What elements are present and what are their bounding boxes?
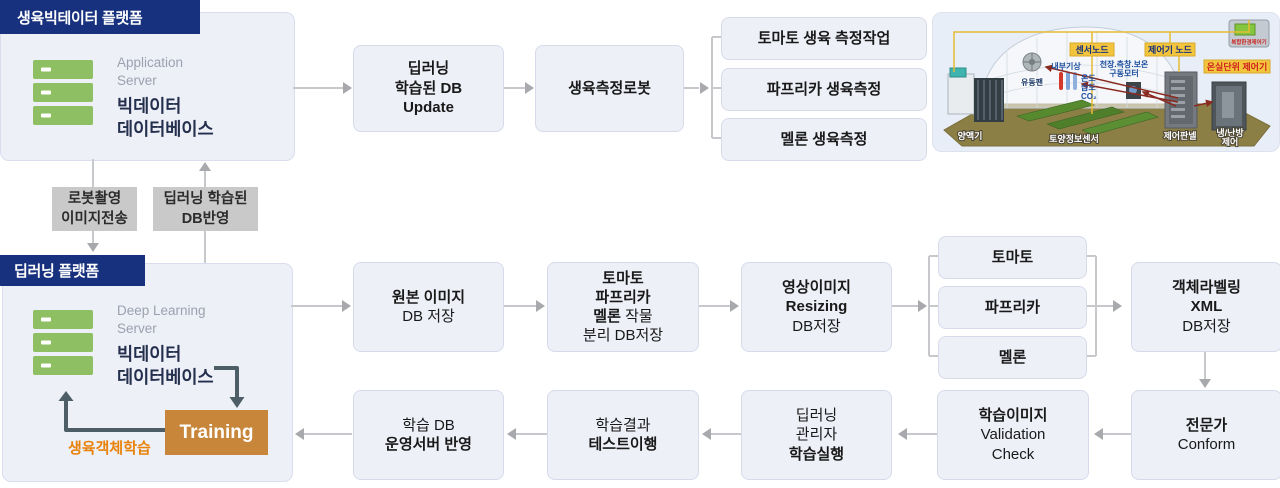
deeplearning-platform-title: 딥러닝 플랫폼 [14,263,99,280]
db-update-line-1: 딥러닝 [407,60,450,78]
db-update-line-2: 학습된 DB [394,79,463,97]
db-apply-line-2: DB반영 [181,211,230,227]
dl-server-label-2: Server [117,320,157,336]
branch-paprika-label: 파프리카 생육측정 [766,80,882,98]
app-server-icon [33,60,93,131]
training-box: Training [165,410,268,455]
validation-box: 학습이미지 Validation Check [937,390,1089,480]
dl-server-text: Deep Learning Server 빅데이터 데이터베이스 [117,302,287,389]
control-arrows [1044,64,1214,107]
original-image-box: 원본 이미지 DB 저장 [353,262,504,352]
branch-paprika-box: 파프리카 생육측정 [721,68,927,111]
sensor-node-label: 센서노드 [1075,44,1109,55]
robot-transfer-line-1: 로봇촬영 [67,190,122,207]
env-controller-label: 복합환경제어기 [1231,38,1266,46]
greenhouse-illustration: 복합환경제어기 센서노드 제어기 노드 온실단 [932,12,1280,157]
network-lines [953,20,1250,114]
connector-arrowheads [87,82,1211,440]
dl-server-label-1: Deep Learning [117,303,206,318]
motor-label-2: 구동모터 [1109,68,1138,78]
app-server-text: Application Server 빅데이터 데이터베이스 [117,54,287,141]
ground-labels: 양액기 토양정보센서 제어판넬 냉/난방 제어 [957,126,1246,148]
dl-server-icon [33,310,93,381]
fan-label: 유동팬 [1021,77,1043,87]
crop-melon-box: 멜론 [938,336,1087,379]
bigdata-platform-title: 생육빅테이터 플랫폼 [17,9,143,27]
db-apply-label: 딥러닝 학습된 DB반영 [153,187,258,231]
branch-tomato-box: 토마토 생육 측정작업 [721,17,927,60]
deeplearning-platform-badge: 딥러닝 플랫폼 [0,255,145,286]
controller-node-label: 제어기 노드 [1148,44,1193,55]
labeling-xml-box: 객체라벨링 XML DB저장 [1131,262,1280,352]
training-loop-lines [64,366,239,432]
humidity-label: 습도 [1081,82,1096,92]
co2-label: CO₂ [1081,92,1097,101]
dl-db-line-1: 빅데이터 [117,344,182,365]
env-controller-device: 복합환경제어기 [1228,19,1270,48]
hvac-label-2: 제어 [1222,136,1239,147]
drive-motor [1126,82,1141,99]
control-panel-label: 제어판넬 [1163,130,1196,141]
db-update-line-3: Update [403,99,454,117]
hvac-inset [1211,81,1247,131]
server-stack-icon [33,310,93,375]
robot-transfer-line-2: 이미지전송 [61,211,128,227]
app-db-line-1: 빅데이터 [117,96,182,117]
app-server-label-1: Application [117,55,184,70]
motor-label-1: 천장.측창.보온 [1100,59,1149,69]
resizing-box: 영상이미지 Resizing DB저장 [741,262,892,352]
growth-object-learning-label: 생육객체학습 [68,440,151,457]
soil-sensor-label: 토양정보센서 [1049,133,1099,144]
test-box: 학습결과 테스트이행 [547,390,699,480]
crop-paprika-box: 파프리카 [938,286,1087,329]
branch-melon-label: 멜론 생육측정 [780,130,868,148]
branch-melon-box: 멜론 생육측정 [721,118,927,161]
circulation-fan [1022,52,1042,72]
temp-label: 온도 [1081,74,1096,83]
greenhouse-labels: 센서노드 제어기 노드 온실단위 제어기 [1069,42,1271,74]
dl-db-line-2: 데이터베이스 [117,367,214,388]
nutrient-label: 양액기 [958,130,983,141]
branch-tomato-label: 토마토 생육 측정작업 [757,29,891,47]
crop-tomato-box: 토마토 [938,236,1087,279]
bigdata-platform-badge: 생육빅테이터 플랫폼 [0,0,200,34]
expert-conform-box: 전문가 Conform [1131,390,1280,480]
db-update-box: 딥러닝 학습된 DB Update [353,45,504,132]
app-server-label-2: Server [117,72,157,88]
app-db-line-2: 데이터베이스 [117,119,214,140]
deploy-box: 학습 DB 운영서버 반영 [353,390,504,480]
unit-controller-label: 온실단위 제어기 [1207,61,1267,72]
sensor-thermometers [1059,72,1077,90]
train-exec-box: 딥러닝 관리자 학습실행 [741,390,892,480]
server-stack-icon [33,60,93,125]
hvac-label-1: 냉/난방 [1216,127,1244,138]
robot-transfer-label: 로봇촬영 이미지전송 [52,187,137,231]
training-loop-arrowheads [58,391,245,408]
indoor-weather-label: 내부기상 [1051,61,1081,71]
crop-split-box: 토마토 파프리카 멜론 작물 분리 DB저장 [547,262,699,352]
db-apply-line-1: 딥러닝 학습된 [163,190,248,207]
growth-robot-box: 생육측정로봇 [535,45,684,132]
growth-robot-label: 생육측정로봇 [568,79,651,97]
crop-rows [1016,99,1159,136]
nutrient-machine [947,67,1004,122]
training-label: Training [179,421,254,443]
annotation-texts: 내부기상 천장.측창.보온 구동모터 온도 습도 CO₂ 유동팬 [1020,59,1149,101]
